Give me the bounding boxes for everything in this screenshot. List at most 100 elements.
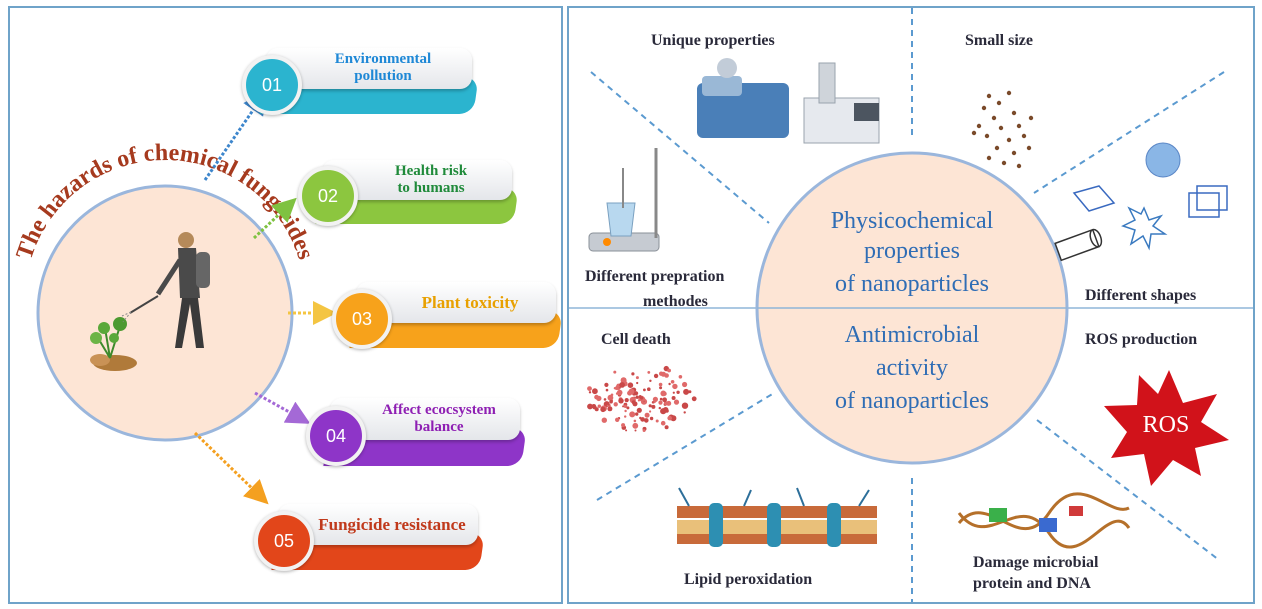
cell-fragment	[607, 406, 613, 412]
cell-fragment	[655, 419, 659, 423]
cell-fragment	[661, 371, 666, 377]
cell-fragment	[673, 399, 680, 405]
cell-fragment	[644, 418, 649, 423]
cell-fragment	[683, 411, 686, 414]
cell-death-label: Cell death	[601, 331, 671, 348]
cell-fragment	[647, 371, 651, 374]
cell-fragment	[626, 406, 630, 410]
cell-fragment	[592, 388, 598, 395]
cell-fragment	[624, 398, 629, 403]
antimicrobial-line-2: activity	[876, 355, 948, 381]
hazard-item-label-line: to humans	[397, 179, 465, 196]
cell-fragment	[683, 388, 690, 395]
cell-fragment	[613, 370, 617, 374]
hazard-item-label-line: balance	[414, 418, 464, 435]
cell-fragment	[635, 376, 639, 380]
cell-fragment	[609, 399, 613, 404]
particle-dot	[1026, 145, 1032, 151]
cell-fragment	[671, 396, 676, 400]
cell-fragment	[616, 389, 623, 396]
cell-fragment	[676, 390, 680, 394]
cell-fragment	[639, 416, 642, 420]
cell-fragment	[603, 398, 607, 401]
cell-fragment	[619, 382, 625, 388]
damage-label-1: Damage microbial	[973, 554, 1099, 571]
physicochemical-line-1: Physicochemical	[831, 208, 994, 234]
particle-dot	[1011, 110, 1017, 116]
cell-fragment	[682, 381, 688, 388]
cell-fragment	[627, 382, 634, 389]
particle-dot	[1006, 90, 1012, 96]
cell-fragment	[649, 410, 652, 413]
farmer-spraying-illustration	[90, 232, 210, 371]
cell-fragment	[629, 411, 636, 418]
cell-fragment	[667, 368, 671, 373]
cell-fragment	[632, 401, 638, 407]
cell-fragment	[634, 429, 637, 432]
nanoparticles-panel: Physicochemical properties of nanopartic…	[567, 6, 1255, 604]
hazard-item-number-badge: 03	[332, 289, 392, 349]
ros-production-label: ROS production	[1085, 331, 1197, 348]
particle-dot	[981, 105, 987, 111]
cell-fragment	[622, 405, 625, 408]
cell-fragment	[625, 429, 628, 432]
hazard-item-label-line: Environmental	[334, 51, 432, 68]
cell-fragment	[623, 404, 628, 408]
cell-fragment	[659, 397, 663, 401]
particle-dot	[971, 130, 977, 136]
cell-fragment	[658, 382, 663, 387]
small-particles-illustration	[971, 90, 1034, 169]
cell-fragment	[670, 380, 675, 384]
cell-fragment	[600, 406, 606, 413]
hazard-item-number: 05	[273, 530, 295, 551]
small-size-label: Small size	[965, 32, 1033, 49]
dna-protein-illustration	[957, 492, 1131, 549]
cell-fragment	[672, 383, 678, 390]
cell-fragment	[663, 401, 668, 405]
cell-fragment	[621, 423, 626, 428]
particle-dot	[1006, 137, 1012, 143]
cell-fragment	[613, 387, 617, 390]
cell-fragment	[658, 400, 663, 405]
hazard-item-number: 01	[261, 74, 283, 95]
particle-dot	[984, 133, 990, 139]
cell-fragment	[632, 422, 639, 429]
hazard-item-label-line: Fungicide resistance	[318, 514, 466, 534]
cell-fragment	[635, 395, 639, 399]
hazard-item-label-line: Affect ecocsystem	[382, 401, 496, 418]
physicochemical-line-3: of nanoparticles	[835, 271, 989, 297]
cell-fragment	[672, 391, 675, 394]
hazard-item-number-badge: 05	[254, 511, 314, 571]
instruments-illustration	[697, 58, 880, 144]
particle-dot	[998, 125, 1004, 131]
cell-fragment	[678, 375, 683, 379]
hazard-item-label-line: pollution	[354, 68, 412, 85]
cell-fragment	[639, 396, 644, 400]
lipid-membrane-illustration	[677, 487, 877, 547]
cell-fragment	[648, 404, 652, 408]
cell-fragment	[681, 402, 689, 409]
cell-fragment	[668, 382, 671, 386]
particle-dot	[1011, 150, 1017, 156]
cell-fragment	[607, 394, 614, 401]
antimicrobial-line-1: Antimicrobial	[845, 322, 980, 348]
hazards-diagram: The hazards of chemical fungicides	[12, 90, 337, 505]
ros-star-label: ROS	[1143, 412, 1190, 438]
cell-fragment	[636, 407, 642, 413]
cell-fragment	[606, 404, 609, 407]
lipid-peroxidation-label: Lipid peroxidation	[684, 571, 812, 588]
hazard-item-number: 03	[351, 308, 373, 329]
cell-fragment	[649, 416, 654, 421]
cell-fragment	[601, 417, 607, 423]
particle-dot	[986, 93, 992, 99]
cell-fragment	[660, 420, 666, 426]
antimicrobial-line-3: of nanoparticles	[835, 388, 989, 414]
cell-fragment	[587, 403, 593, 410]
cell-fragment	[594, 394, 599, 400]
hazard-item-05: Fungicide resistance 05	[254, 500, 485, 574]
particle-dot	[986, 155, 992, 161]
damage-label-2: protein and DNA	[973, 575, 1091, 592]
